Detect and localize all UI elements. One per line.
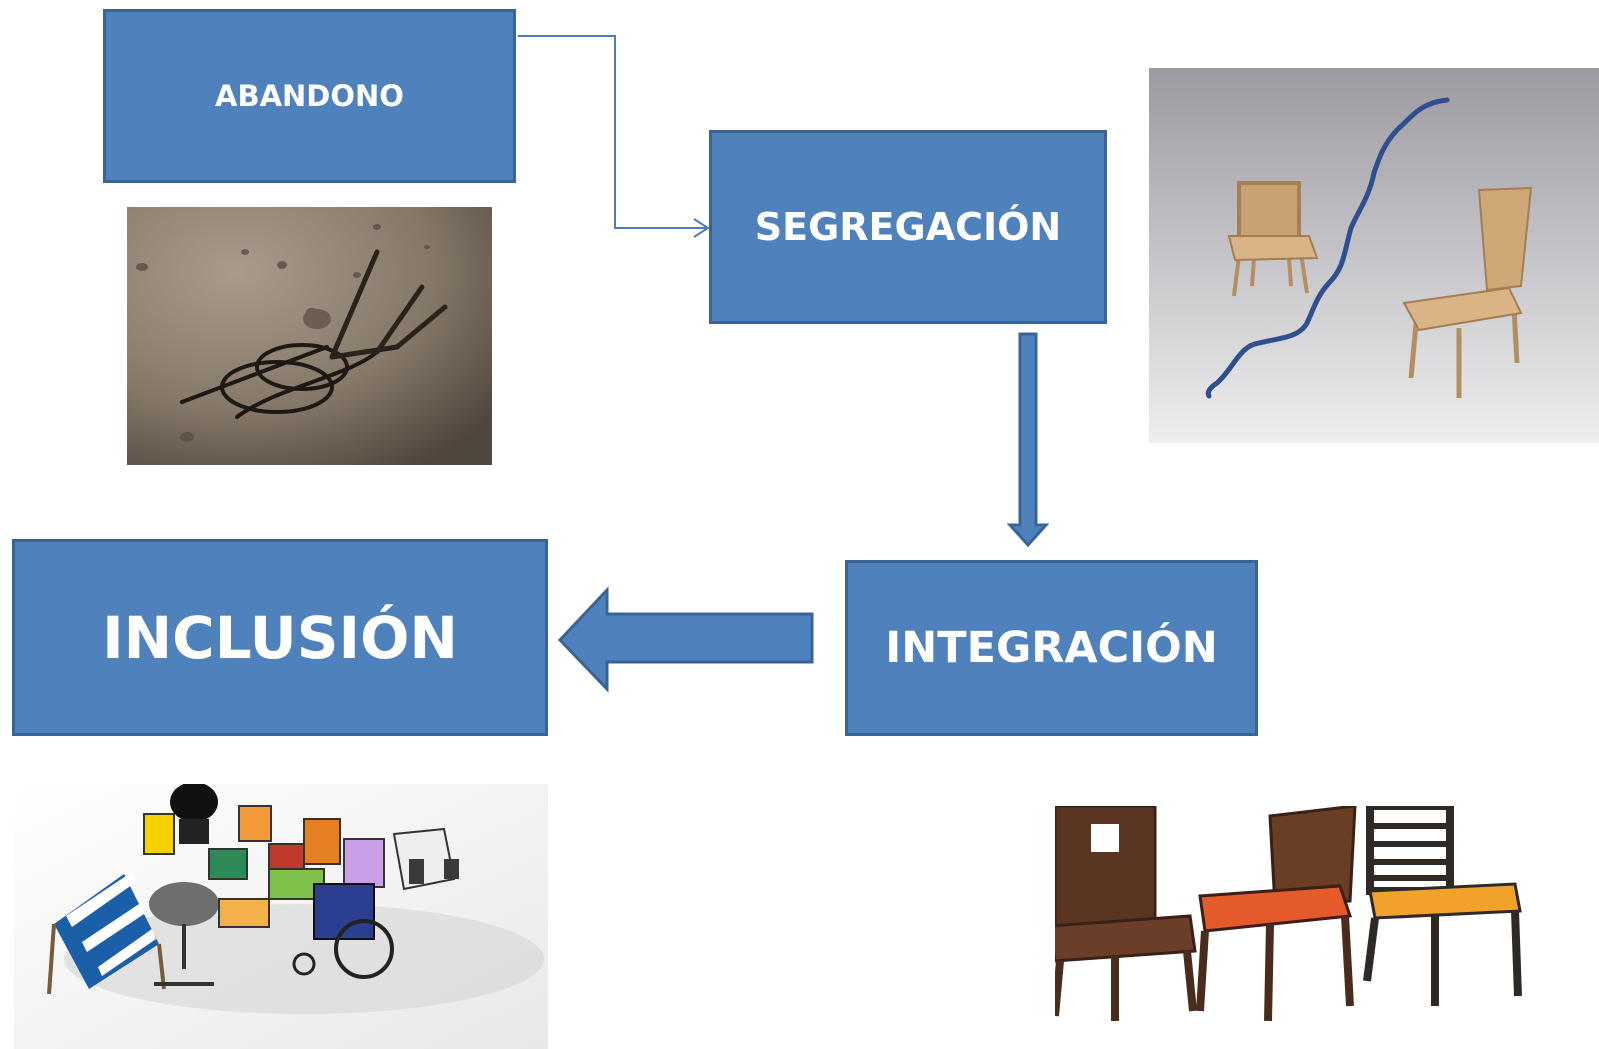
segregacion-box: SEGREGACIÓN	[709, 130, 1107, 324]
elbow-connector-head	[693, 218, 710, 238]
abandono-label: ABANDONO	[215, 79, 404, 113]
left-arrow	[557, 586, 814, 693]
integracion-box: INTEGRACIÓN	[845, 560, 1258, 736]
wooden-chairs-image	[1055, 806, 1560, 1031]
integracion-label: INTEGRACIÓN	[885, 623, 1218, 673]
abandoned-chair-image	[127, 207, 492, 465]
segregated-chairs-image	[1149, 68, 1599, 443]
elbow-connector	[518, 35, 706, 229]
abandono-box: ABANDONO	[103, 9, 516, 183]
segregacion-label: SEGREGACIÓN	[754, 205, 1062, 249]
down-arrow	[1006, 332, 1050, 548]
inclusion-label: INCLUSIÓN	[102, 603, 458, 672]
diverse-chairs-image	[14, 784, 548, 1049]
inclusion-box: INCLUSIÓN	[12, 539, 548, 736]
divider-line	[1205, 97, 1450, 399]
